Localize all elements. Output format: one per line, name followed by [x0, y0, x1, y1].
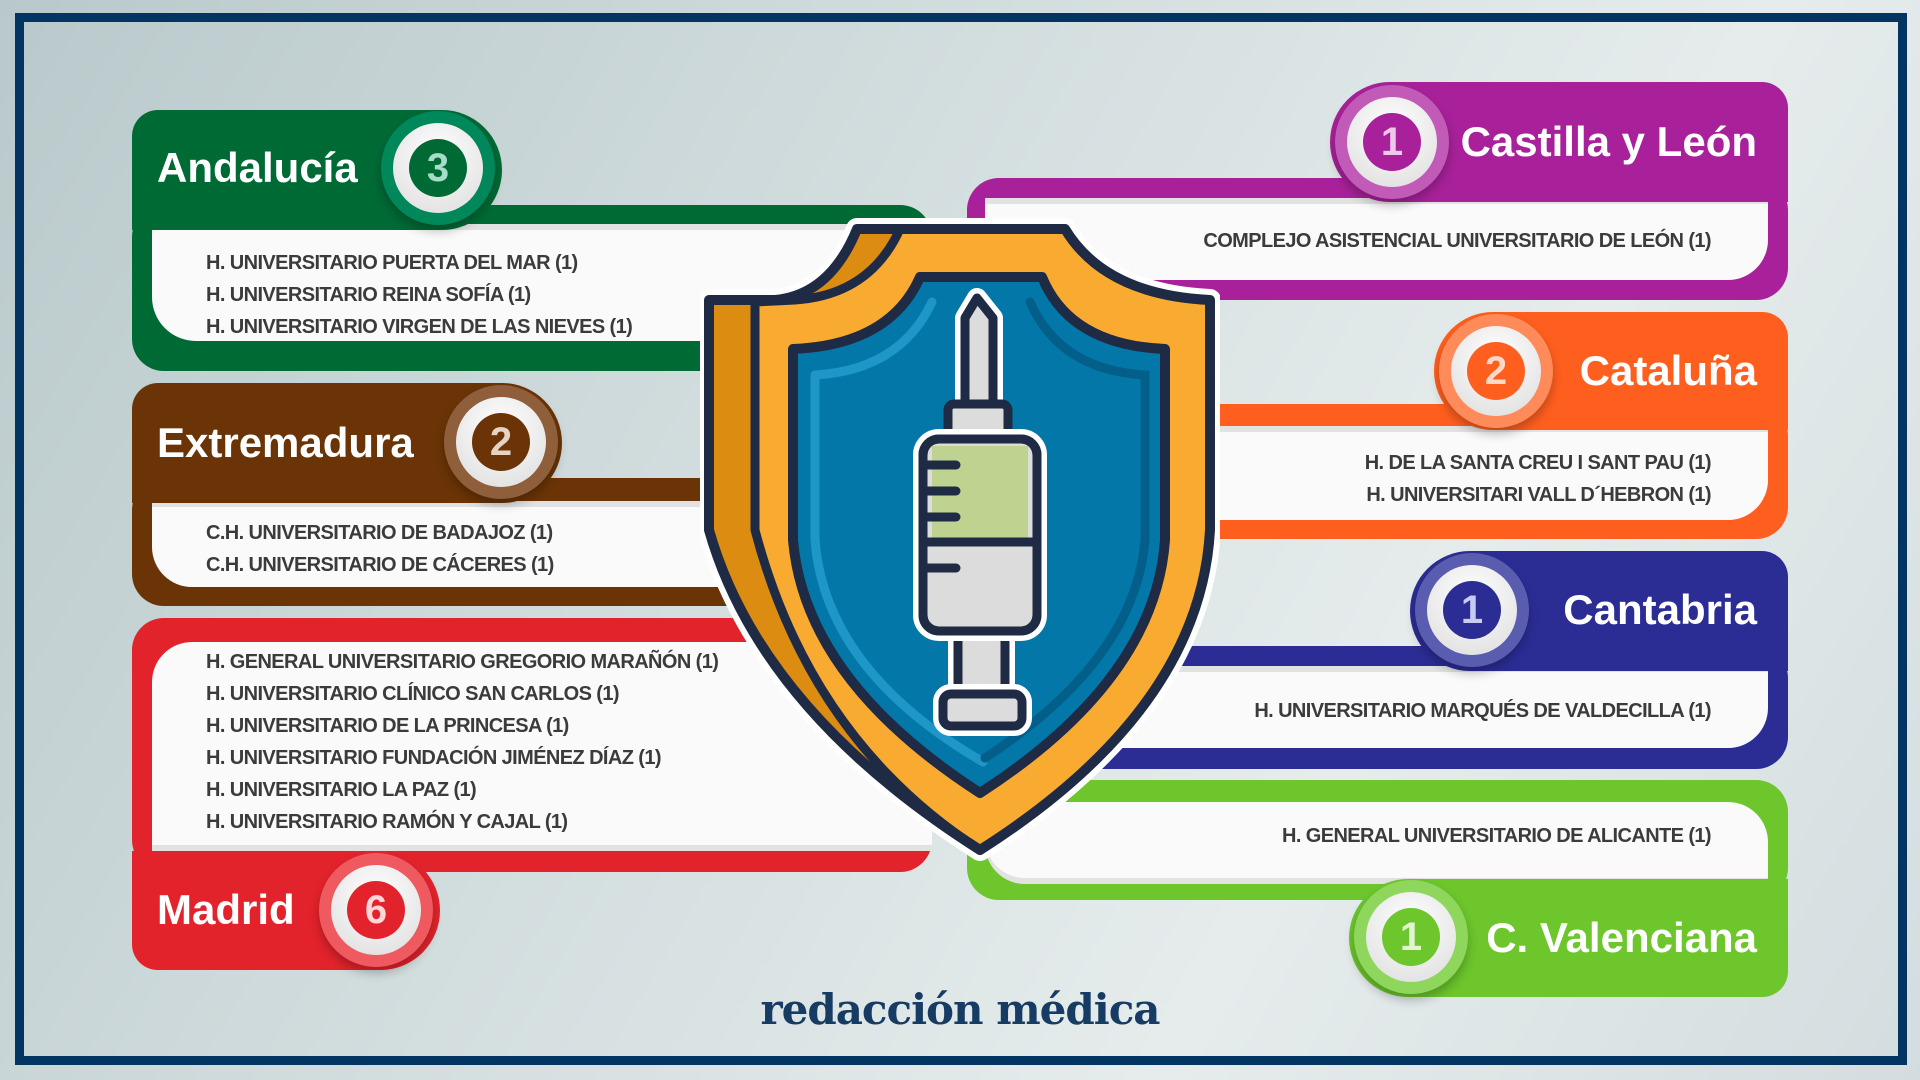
hospital-item: H. DE LA SANTA CREU I SANT PAU (1): [1364, 452, 1712, 474]
card-panel: [1060, 672, 1768, 748]
count-badge: 2: [1439, 314, 1553, 428]
hospital-item: H. GENERAL UNIVERSITARIO DE ALICANTE (1): [1282, 825, 1712, 847]
hospital-item: H. UNIVERSITARIO FUNDACIÓN JIMÉNEZ DÍAZ …: [206, 747, 662, 769]
card-panel: [985, 802, 1768, 878]
hospital-item: H. UNIVERSITARIO REINA SOFÍA (1): [206, 284, 531, 306]
hospital-list: H. GENERAL UNIVERSITARIO DE ALICANTE (1): [1282, 820, 1712, 852]
hospital-list: COMPLEJO ASISTENCIAL UNIVERSITARIO DE LE…: [1203, 225, 1711, 257]
card-panel: [1180, 432, 1768, 520]
hospital-list: H. UNIVERSITARIO MARQUÉS DE VALDECILLA (…: [1254, 695, 1711, 727]
hospital-list: H. UNIVERSITARIO PUERTA DEL MAR (1) H. U…: [206, 247, 633, 343]
hospital-item: H. UNIVERSITARIO DE LA PRINCESA (1): [206, 715, 569, 737]
hospital-item: H. UNIVERSITARIO RAMÓN Y CAJAL (1): [206, 811, 568, 833]
count-value: 6: [347, 881, 405, 939]
shield-syringe-icon: [700, 218, 1220, 861]
count-value: 3: [409, 139, 467, 197]
region-title: C. Valenciana: [1486, 914, 1757, 961]
hospital-item: COMPLEJO ASISTENCIAL UNIVERSITARIO DE LE…: [1203, 230, 1711, 252]
count-value: 1: [1363, 113, 1421, 171]
hospital-item: H. UNIVERSITARIO LA PAZ (1): [206, 779, 477, 801]
count-badge: 6: [319, 853, 433, 967]
region-title: Extremadura: [157, 419, 414, 466]
redaccion-medica-logo: redacción médica: [760, 985, 1161, 1034]
hospital-item: H. UNIVERSITARIO MARQUÉS DE VALDECILLA (…: [1254, 700, 1711, 722]
count-value: 1: [1382, 908, 1440, 966]
region-title: Castilla y León: [1460, 118, 1757, 165]
count-badge: 1: [1415, 553, 1529, 667]
hospital-item: H. UNIVERSITARI VALL D´HEBRON (1): [1366, 484, 1711, 506]
count-badge: 1: [1354, 880, 1468, 994]
count-value: 2: [472, 413, 530, 471]
count-value: 2: [1467, 342, 1525, 400]
hospital-list: H. DE LA SANTA CREU I SANT PAU (1) H. UN…: [1364, 447, 1712, 511]
count-badge: 2: [444, 385, 558, 499]
hospital-item: C.H. UNIVERSITARIO DE BADAJOZ (1): [206, 522, 553, 544]
count-badge: 1: [1335, 85, 1449, 199]
hospital-item: H. UNIVERSITARIO CLÍNICO SAN CARLOS (1): [206, 683, 620, 705]
region-title: Cataluña: [1579, 347, 1757, 394]
region-title: Cantabria: [1563, 586, 1757, 633]
hospital-list: C.H. UNIVERSITARIO DE BADAJOZ (1) C.H. U…: [206, 517, 554, 581]
frame-border: [15, 13, 1907, 1065]
count-badge: 3: [381, 111, 495, 225]
hospital-item: H. UNIVERSITARIO VIRGEN DE LAS NIEVES (1…: [206, 316, 633, 338]
hospital-item: C.H. UNIVERSITARIO DE CÁCERES (1): [206, 554, 554, 576]
hospital-item: H. GENERAL UNIVERSITARIO GREGORIO MARAÑÓ…: [206, 651, 719, 673]
region-title: Andalucía: [157, 144, 358, 191]
count-value: 1: [1443, 581, 1501, 639]
hospital-item: H. UNIVERSITARIO PUERTA DEL MAR (1): [206, 252, 578, 274]
region-title: Madrid: [157, 886, 295, 933]
hospital-list: H. GENERAL UNIVERSITARIO GREGORIO MARAÑÓ…: [206, 646, 719, 838]
